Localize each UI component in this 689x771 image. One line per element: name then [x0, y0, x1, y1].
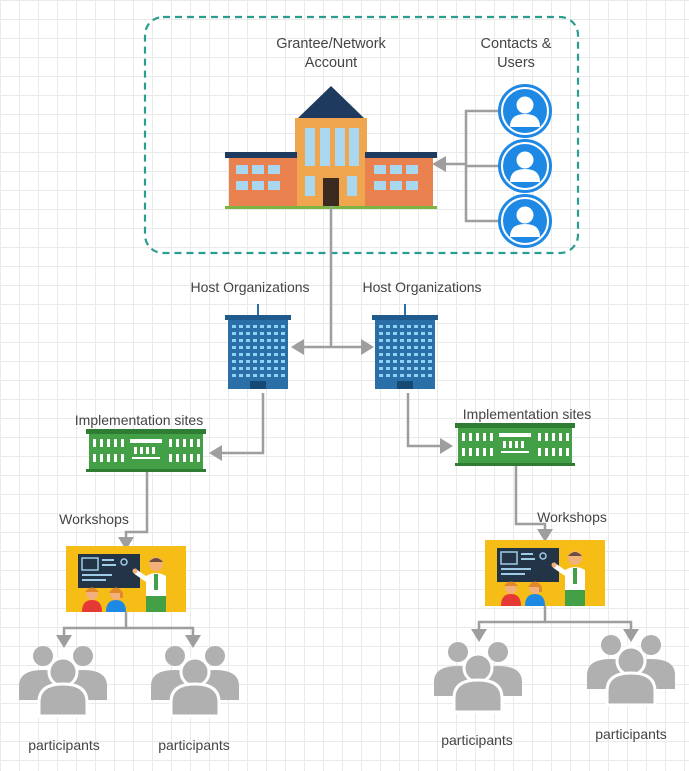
- account-boundary: [143, 15, 580, 255]
- contacts-users-label: Contacts & Users: [480, 36, 552, 71]
- participants-group-icon: [585, 633, 677, 707]
- implementation-sites-label: Implementation sites: [462, 406, 592, 422]
- host-organization-building-icon: [372, 315, 438, 389]
- workshop-classroom-icon: [66, 546, 186, 612]
- workshops-label: Workshops: [537, 509, 607, 525]
- account-title-label: Grantee/Network Account: [276, 36, 386, 71]
- host-organizations-label: Host Organizations: [362, 279, 482, 295]
- participants-group-icon: [432, 640, 524, 714]
- contact-user-icon: [497, 83, 553, 139]
- participants-group-icon: [149, 644, 241, 718]
- workshop-classroom-icon: [485, 540, 605, 606]
- host-organizations-label: Host Organizations: [190, 279, 310, 295]
- participants-label: participants: [28, 737, 100, 753]
- participants-label: participants: [158, 737, 230, 753]
- participants-group-icon: [17, 644, 109, 718]
- workshops-label: Workshops: [59, 511, 129, 527]
- implementation-site-building-icon: [86, 429, 206, 472]
- arrowheads: [56, 156, 639, 648]
- connectors: [62, 109, 633, 636]
- contact-user-icon: [497, 193, 553, 249]
- school-building-icon: [225, 86, 437, 209]
- implementation-site-building-icon: [455, 423, 575, 466]
- contact-user-icon: [497, 138, 553, 194]
- participants-label: participants: [595, 726, 667, 742]
- host-organization-building-icon: [225, 315, 291, 389]
- participants-label: participants: [441, 732, 513, 748]
- implementation-sites-label: Implementation sites: [74, 412, 204, 428]
